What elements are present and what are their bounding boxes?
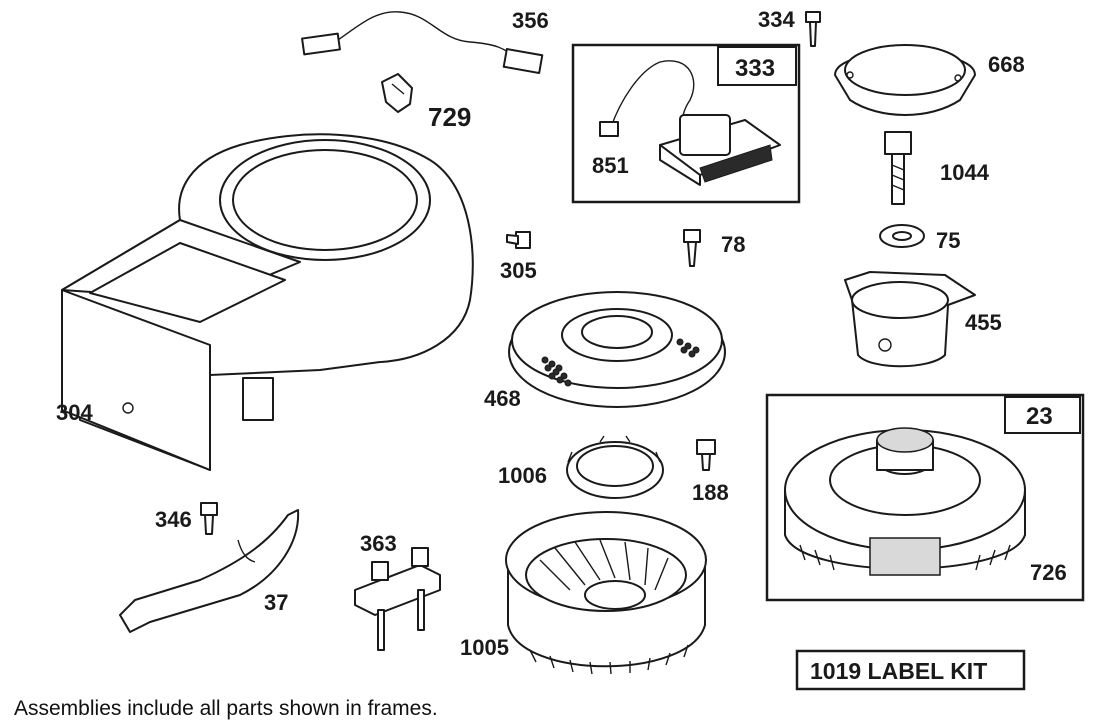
label-23: 23 (1026, 403, 1053, 430)
flywheel-726 (784, 427, 1026, 576)
label-37: 37 (264, 590, 288, 615)
screen-mesh-left (541, 356, 572, 387)
label-1005: 1005 (460, 635, 509, 660)
fan-1005 (505, 511, 707, 675)
frame-333 (571, 43, 801, 204)
label-363: 363 (360, 531, 397, 556)
screw-305 (506, 231, 531, 249)
label-78: 78 (721, 232, 745, 257)
label-305: 305 (500, 258, 537, 283)
label-333: 333 (735, 55, 775, 82)
label-468: 468 (484, 386, 521, 411)
label-729: 729 (428, 102, 471, 132)
blower-housing-304 (61, 133, 474, 471)
ring-1006 (566, 435, 664, 499)
label-455: 455 (965, 310, 1002, 335)
screw-188 (696, 439, 716, 471)
bracket-455 (844, 271, 976, 368)
bolt-1044 (884, 131, 912, 205)
label-kit-text: 1019 LABEL KIT (810, 658, 987, 684)
screw-346 (200, 502, 218, 535)
grommet-729 (381, 73, 413, 113)
label-334: 334 (758, 7, 795, 32)
frame-23 (765, 393, 1085, 602)
washer-75 (879, 224, 925, 248)
screen-mesh-right (676, 338, 700, 358)
footnote: Assemblies include all parts shown in fr… (14, 697, 438, 720)
air-guide-37 (119, 509, 300, 633)
rotating-screen-468 (508, 291, 726, 408)
frame-tag-23 (1004, 396, 1081, 434)
wire-harness-356 (301, 11, 544, 74)
label-346: 346 (155, 507, 192, 532)
label-1044: 1044 (940, 160, 990, 185)
label-304: 304 (56, 400, 93, 425)
screw-78 (683, 229, 701, 267)
ignition-armature-851 (599, 60, 781, 186)
label-75: 75 (936, 228, 960, 253)
label-kit-box (795, 649, 1026, 691)
label-726: 726 (1030, 560, 1067, 585)
screw-334 (805, 11, 821, 47)
frame-tag-333 (717, 46, 797, 86)
label-668: 668 (988, 52, 1025, 77)
cup-668 (834, 44, 976, 116)
label-188: 188 (692, 480, 729, 505)
bracket-363 (354, 547, 441, 651)
label-1006: 1006 (498, 463, 547, 488)
label-356: 356 (512, 8, 549, 33)
label-851: 851 (592, 153, 629, 178)
